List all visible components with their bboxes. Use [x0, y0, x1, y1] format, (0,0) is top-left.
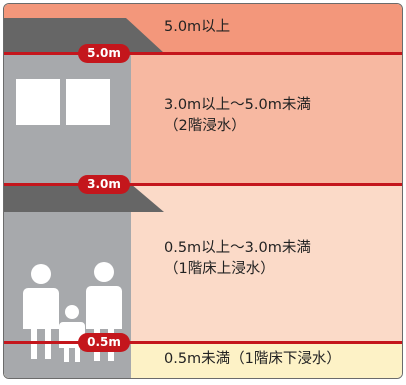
window-left-icon	[16, 79, 60, 125]
band-05m-3m-note: （1階床上浸水）	[164, 261, 275, 277]
level-tag-5m: 5.0m	[78, 44, 130, 63]
band-3m-5m-label: 3.0m以上～5.0m未満	[164, 97, 311, 113]
band-below-05m-label: 0.5m未満（1階床下浸水）	[164, 351, 341, 367]
level-line-05m	[4, 341, 402, 344]
level-tag-3m: 3.0m	[78, 175, 130, 194]
level-line-3m	[4, 183, 402, 186]
band-05m-3m-label: 0.5m以上～3.0m未満	[164, 240, 311, 256]
window-right-icon	[66, 79, 110, 125]
band-3m-5m-note: （2階浸水）	[164, 118, 246, 134]
flood-depth-legend: 5.0m以上 3.0m以上～5.0m未満 （2階浸水） 0.5m以上～3.0m未…	[3, 3, 403, 379]
house-illustration	[4, 18, 164, 378]
level-line-5m	[4, 52, 402, 55]
band-5m-above-label: 5.0m以上	[164, 19, 231, 35]
level-tag-05m: 0.5m	[78, 333, 130, 352]
